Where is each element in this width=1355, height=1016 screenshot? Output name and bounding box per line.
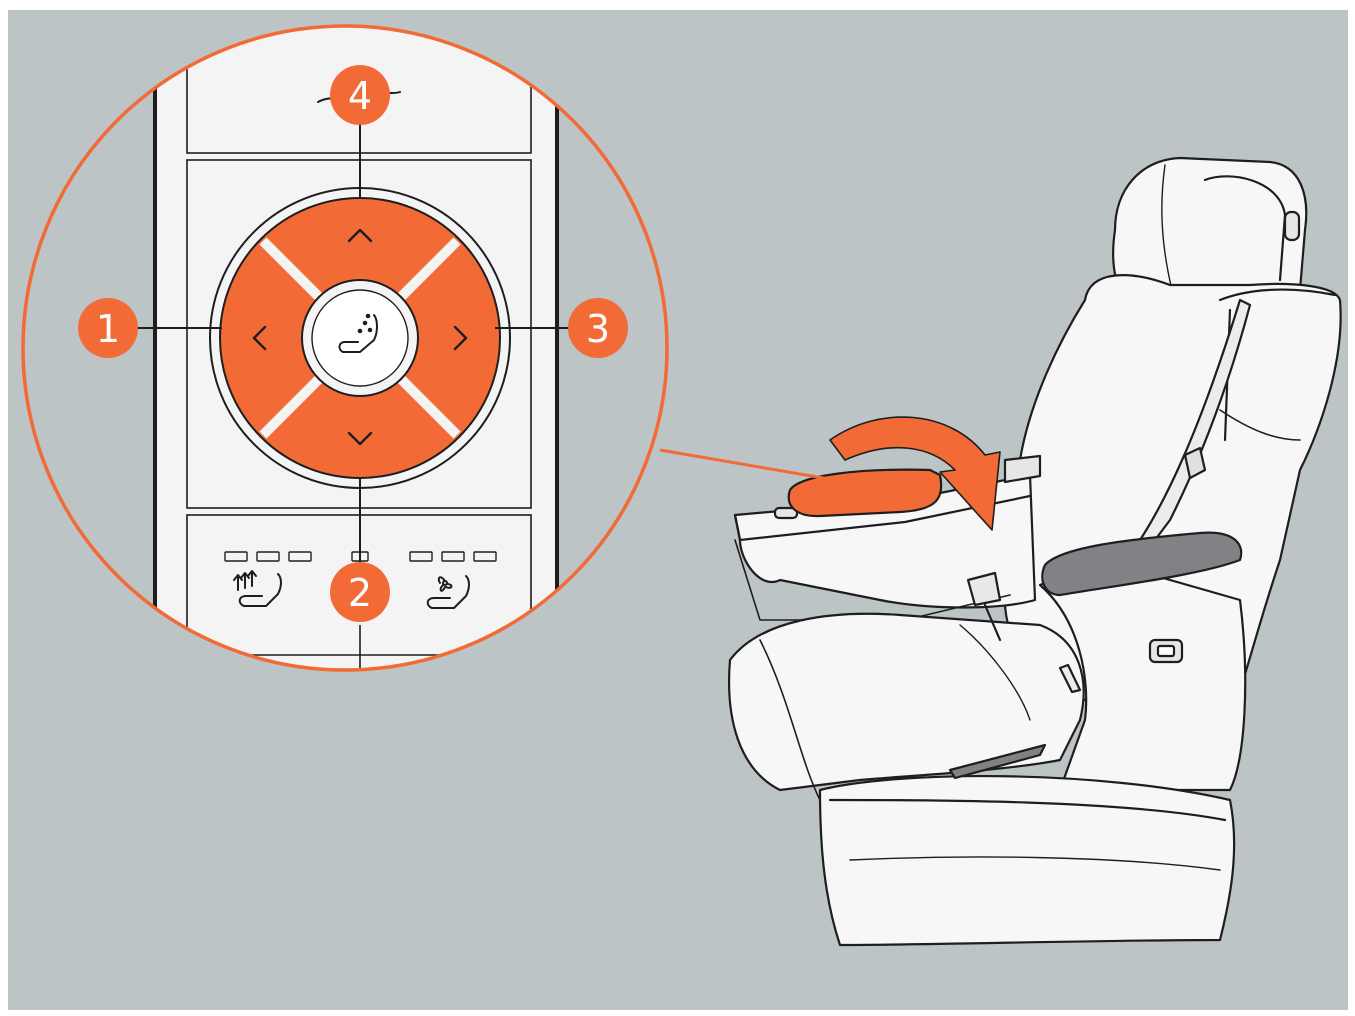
seat-ventilation-button[interactable] bbox=[410, 575, 490, 625]
callout-1: 1 bbox=[78, 298, 138, 358]
heating-level-indicators bbox=[225, 552, 311, 561]
seat-belt-buckle bbox=[968, 573, 1000, 605]
headrest-button bbox=[1285, 212, 1299, 240]
callout-2: 2 bbox=[330, 562, 390, 622]
callout-4: 4 bbox=[330, 65, 390, 125]
callout-1-label: 1 bbox=[96, 307, 120, 351]
seat-cushion bbox=[729, 614, 1084, 790]
callout-2-label: 2 bbox=[348, 571, 372, 615]
center-massage-button[interactable] bbox=[302, 280, 418, 396]
callout-4-label: 4 bbox=[348, 74, 372, 118]
callout-3: 3 bbox=[568, 298, 628, 358]
seat-heating-button[interactable] bbox=[215, 571, 295, 625]
callout-3-label: 3 bbox=[586, 307, 610, 351]
leg-rest bbox=[820, 776, 1234, 945]
ventilation-level-indicators bbox=[410, 552, 496, 561]
